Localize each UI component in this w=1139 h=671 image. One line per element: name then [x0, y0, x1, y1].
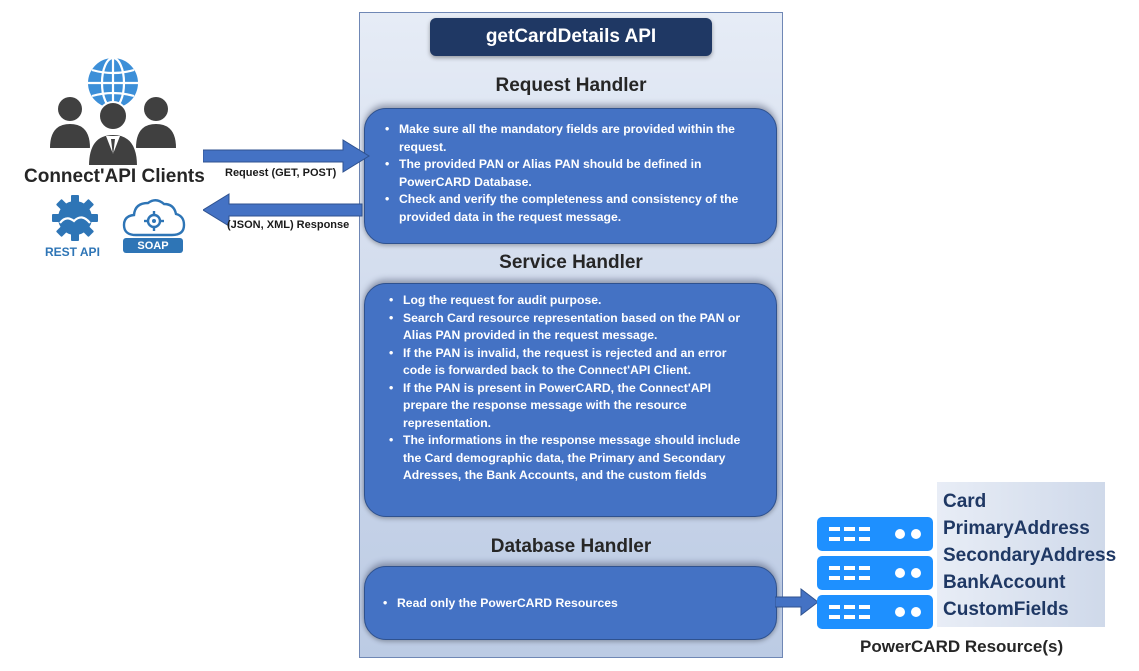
- resource-item: BankAccount: [943, 572, 1066, 593]
- request-arrow-label: Request (GET, POST): [225, 167, 337, 179]
- soap-cloud-icon: [122, 199, 186, 237]
- rest-api-gear-icon: [52, 195, 98, 241]
- database-arrow: [775, 588, 819, 616]
- request-handler-title: Request Handler: [495, 75, 647, 96]
- request-handler-item: The provided PAN or Alias PAN should be …: [377, 156, 756, 191]
- resource-item: PrimaryAddress: [943, 518, 1090, 539]
- service-handler-item: If the PAN is invalid, the request is re…: [381, 345, 754, 380]
- request-arrow: [203, 139, 370, 173]
- server-stack-icon: [817, 517, 933, 629]
- service-handler-box: Log the request for audit purpose. Searc…: [364, 283, 777, 517]
- service-handler-title: Service Handler: [499, 252, 643, 273]
- person-icon: [136, 97, 176, 148]
- rest-api-label: REST API: [45, 245, 100, 259]
- response-arrow: [203, 193, 363, 227]
- request-handler-item: Make sure all the mandatory fields are p…: [377, 121, 756, 156]
- database-handler-title: Database Handler: [490, 536, 652, 557]
- request-handler-box: Make sure all the mandatory fields are p…: [364, 108, 777, 244]
- resource-item: SecondaryAddress: [943, 545, 1117, 566]
- service-handler-item: The informations in the response message…: [381, 432, 754, 485]
- resources-panel: Card PrimaryAddress SecondaryAddress Ban…: [937, 482, 1117, 627]
- resource-item: Card: [943, 491, 987, 512]
- clients-group-icon: [50, 56, 176, 167]
- resource-item: CustomFields: [943, 599, 1069, 620]
- database-handler-item: Read only the PowerCARD Resources: [375, 595, 756, 613]
- person-icon: [50, 97, 90, 148]
- clients-label: Connect'API Clients: [24, 166, 205, 187]
- database-handler-box: Read only the PowerCARD Resources: [364, 566, 777, 640]
- response-arrow-label: (JSON, XML) Response: [227, 219, 350, 231]
- globe-icon: [88, 56, 138, 110]
- person-icon: [86, 101, 140, 167]
- service-handler-item: Search Card resource representation base…: [381, 310, 754, 345]
- request-handler-item: Check and verify the completeness and co…: [377, 191, 756, 226]
- resources-caption: PowerCARD Resource(s): [860, 637, 1064, 656]
- api-title: getCardDetails API: [430, 18, 712, 56]
- service-handler-item: If the PAN is present in PowerCARD, the …: [381, 380, 754, 433]
- service-handler-item: Log the request for audit purpose.: [381, 292, 754, 310]
- soap-badge: SOAP: [123, 238, 183, 253]
